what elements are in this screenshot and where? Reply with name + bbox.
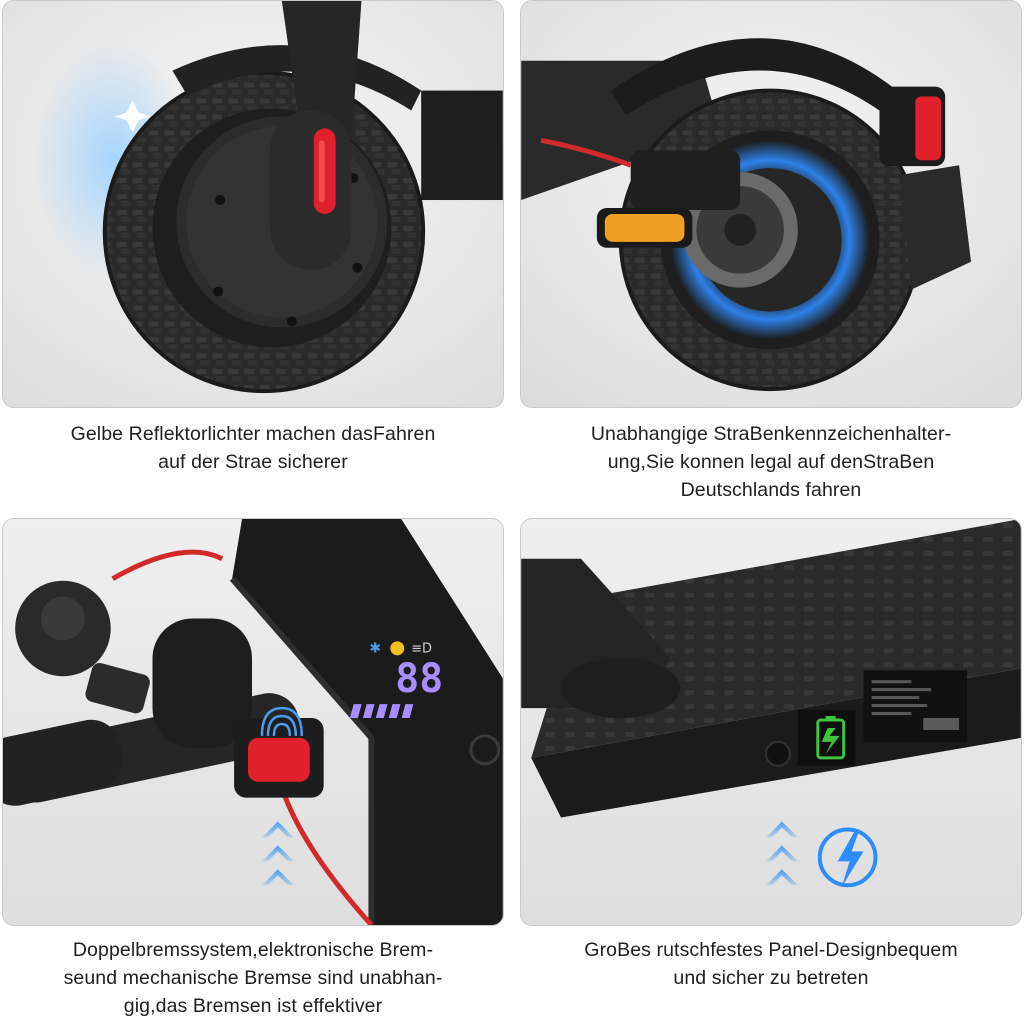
battery-bars xyxy=(349,704,414,719)
power-button xyxy=(469,734,501,766)
lightning-icon xyxy=(817,827,878,888)
handlebar-illustration: ✱ ≡D 88 xyxy=(3,519,503,925)
caption-line: Doppelbremssystem,elektronische Brem- xyxy=(72,939,434,961)
rear-wheel-photo xyxy=(520,0,1022,408)
front-wheel-photo xyxy=(2,0,504,408)
up-arrow-icon xyxy=(766,821,798,886)
caption-line: gig,das Bremsen ist effektiver xyxy=(123,995,383,1017)
tail-light xyxy=(915,96,942,161)
caption-line: Unabhangige StraBenkennzeichenhalter- xyxy=(590,423,952,445)
dashboard-display: ✱ ≡D 88 xyxy=(349,640,501,766)
fingerprint-icon xyxy=(260,706,304,736)
caption-line: seund mechanische Bremse sind unabhan- xyxy=(63,967,443,989)
rear-wheel-illustration xyxy=(521,1,1021,407)
speed-readout: 88 xyxy=(395,656,443,702)
battery-charge-icon xyxy=(816,716,846,760)
bluetooth-icon: ✱ xyxy=(369,640,381,656)
headlight-icon: ≡D xyxy=(411,641,432,656)
caption-plate-holder: Unabhangige StraBenkennzeichenhalter- un… xyxy=(520,420,1022,504)
plate-holder xyxy=(899,165,972,290)
caption-line: auf der Strae sicherer xyxy=(158,451,348,473)
handlebar-photo: ✱ ≡D 88 xyxy=(2,518,504,926)
caption-line: ung,Sie konnen legal auf denStraBen xyxy=(607,451,935,473)
caption-deck: GroBes rutschfestes Panel-Designbequem u… xyxy=(520,936,1022,992)
fingerprint-brake xyxy=(248,737,310,782)
caption-line: und sicher zu betreten xyxy=(673,967,869,989)
up-arrow-icon xyxy=(261,821,294,886)
caption-line: Gelbe Reflektorlichter machen dasFahren xyxy=(70,423,436,445)
eco-mode-icon xyxy=(390,641,405,656)
deck-illustration xyxy=(521,519,1021,925)
caption-reflector: Gelbe Reflektorlichter machen dasFahren … xyxy=(2,420,504,476)
amber-reflector xyxy=(604,213,685,242)
front-wheel-illustration xyxy=(3,1,503,407)
charging-port xyxy=(765,740,791,767)
caption-brake-system: Doppelbremssystem,elektronische Brem- se… xyxy=(2,936,504,1017)
caption-line: Deutschlands fahren xyxy=(680,479,862,501)
deck-photo xyxy=(520,518,1022,926)
caption-line: GroBes rutschfestes Panel-Designbequem xyxy=(584,939,958,961)
